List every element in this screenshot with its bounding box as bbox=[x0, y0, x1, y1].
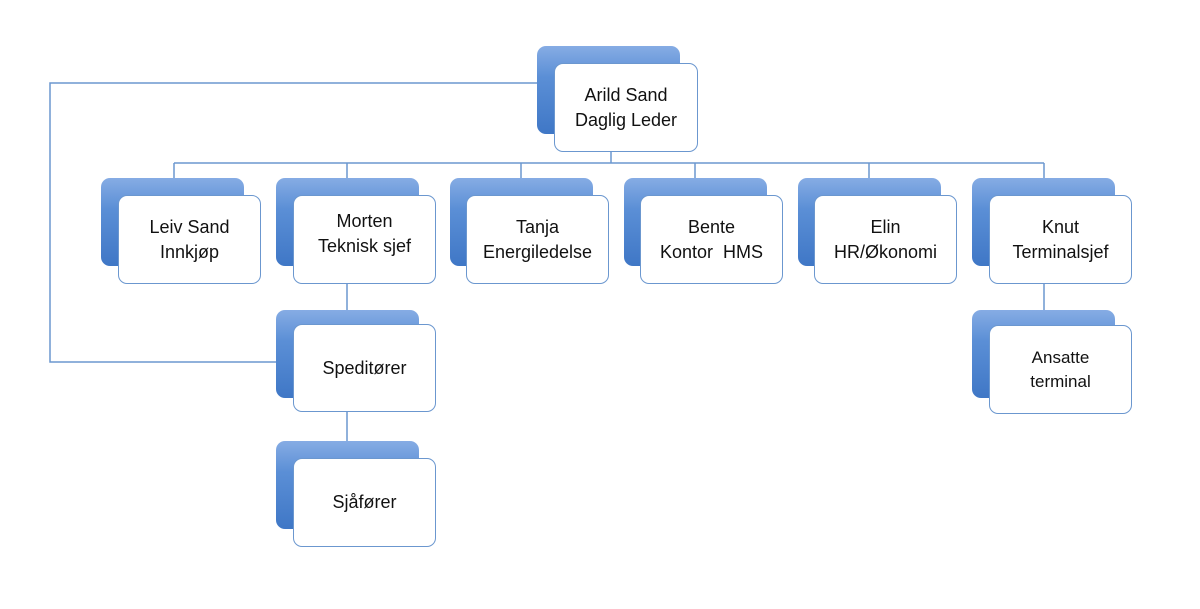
box-label: Arild Sand Daglig Leder bbox=[554, 63, 698, 152]
node-bente: Bente Kontor HMS bbox=[624, 178, 783, 284]
person-role: Kontor HMS bbox=[659, 241, 764, 262]
person-name: Elin bbox=[870, 216, 901, 237]
box-label: Morten Teknisk sjef bbox=[293, 195, 436, 284]
person-role: Innkjøp bbox=[159, 241, 220, 262]
person-name: Morten bbox=[336, 211, 393, 231]
person-name: Leiv Sand bbox=[149, 216, 230, 237]
box-label: Leiv Sand Innkjøp bbox=[118, 195, 261, 284]
person-role: Teknisk sjef bbox=[317, 236, 412, 256]
group-label-line1: Ansatte bbox=[1031, 347, 1090, 367]
box-label: Sjåfører bbox=[293, 458, 436, 547]
box-label: Ansatte terminal bbox=[989, 325, 1132, 414]
group-label: Sjåfører bbox=[332, 492, 397, 512]
box-label: Speditører bbox=[293, 324, 436, 412]
person-name: Tanja bbox=[515, 216, 560, 237]
connector-ceo-speditorer-loop bbox=[49, 82, 537, 363]
person-role: Terminalsjef bbox=[1012, 241, 1109, 262]
box-label: Bente Kontor HMS bbox=[640, 195, 783, 284]
person-role: Daglig Leder bbox=[574, 109, 678, 130]
node-ansatte-terminal: Ansatte terminal bbox=[972, 310, 1132, 414]
node-knut: Knut Terminalsjef bbox=[972, 178, 1132, 284]
person-name: Knut bbox=[1041, 216, 1080, 237]
box-label: Elin HR/Økonomi bbox=[814, 195, 957, 284]
node-arild-sand: Arild Sand Daglig Leder bbox=[537, 46, 698, 152]
person-name: Arild Sand bbox=[584, 84, 668, 105]
node-sjaforer: Sjåfører bbox=[276, 441, 436, 547]
node-elin: Elin HR/Økonomi bbox=[798, 178, 957, 284]
node-morten: Morten Teknisk sjef bbox=[276, 178, 436, 284]
group-label: Speditører bbox=[322, 357, 407, 378]
node-speditorer: Speditører bbox=[276, 310, 436, 412]
group-label-line2: terminal bbox=[1030, 371, 1091, 391]
person-role: Energiledelse bbox=[482, 241, 593, 262]
person-role: HR/Økonomi bbox=[833, 241, 938, 262]
node-leiv-sand: Leiv Sand Innkjøp bbox=[101, 178, 261, 284]
box-label: Knut Terminalsjef bbox=[989, 195, 1132, 284]
box-label: Tanja Energiledelse bbox=[466, 195, 609, 284]
person-name: Bente bbox=[687, 216, 736, 237]
node-tanja: Tanja Energiledelse bbox=[450, 178, 609, 284]
